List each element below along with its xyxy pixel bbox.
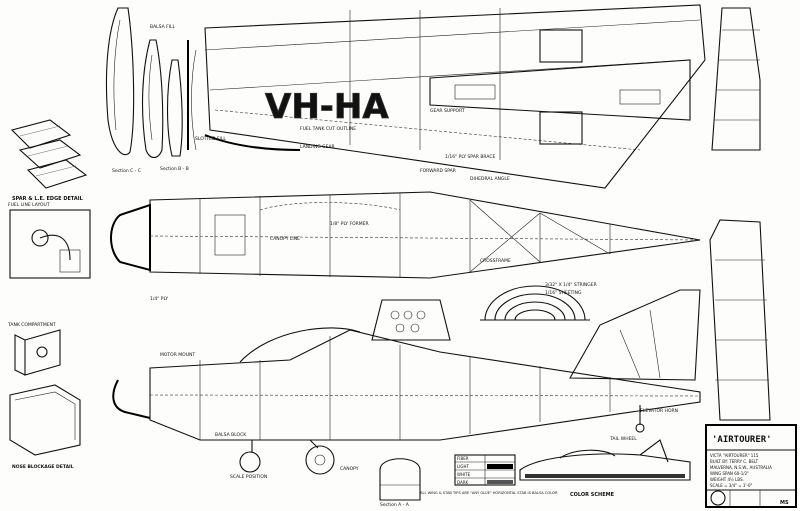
nose-blockage	[9, 384, 81, 456]
label-stringer: 3/32" X 1/4" STRINGER	[545, 282, 597, 288]
canopy-section	[379, 458, 421, 501]
label-slotted-fill: SLOTTED FILL	[195, 136, 226, 142]
label-section-aa: Section A - A	[380, 502, 410, 508]
label-gear-support: GEAR SUPPORT	[430, 108, 465, 114]
annotations: SPAR & L.E. EDGE DETAIL Section B - B Se…	[7, 24, 789, 508]
title-info-1: MALVERNA, N.S.W., AUSTRALIA	[710, 465, 772, 470]
legend-dark: DARK	[457, 480, 469, 485]
legend-white: WHITE	[457, 472, 471, 477]
color-legend: FIBER LIGHT WHITE DARK	[454, 454, 516, 486]
label-crossframe: CROSSFRAME	[480, 258, 511, 264]
label-landing-gear: LANDING GEAR	[300, 144, 335, 150]
label-ply-former: 1/8" PLY FORMER	[330, 221, 369, 227]
label-fuel-tank-cut: FUEL TANK CUT OUTLINE	[300, 126, 356, 132]
legend-light: LIGHT	[457, 464, 470, 469]
tank-compartment	[14, 329, 61, 376]
title-info-0: BUILT BY: TERRY C. BELT	[710, 459, 759, 464]
label-scale-position: SCALE POSITION	[230, 474, 267, 480]
title-info-3: WEIGHT 4½ LBS.	[710, 477, 744, 482]
sheet-number: MS	[780, 500, 789, 506]
label-section-c: Section C - C	[112, 168, 141, 174]
vertical-fin	[569, 289, 701, 381]
title-info-4: SCALE = 3/4" = 1'-0"	[710, 483, 753, 488]
color-scheme-view	[519, 439, 691, 481]
title-maker: VICTA "AIRTOURER" 115	[710, 453, 759, 458]
wing-section-profiles	[105, 7, 197, 159]
horizontal-stabilizer	[709, 7, 771, 421]
fuselage-top-view	[110, 191, 701, 279]
label-balsa-fill: BALSA FILL	[150, 24, 176, 30]
label-forward-spar: FORWARD SPAR	[420, 168, 456, 174]
fuel-layout-detail	[9, 209, 91, 279]
label-canopy: CANOPY	[340, 466, 359, 472]
label-elevator-horn: ELEVATOR HORN	[640, 408, 678, 414]
title-info-2: WING SPAN 60-1/2"	[710, 471, 749, 476]
label-spar-brace: 1/16" PLY SPAR BRACE	[445, 154, 495, 160]
title-name: 'AIRTOURER'	[712, 435, 772, 445]
label-balsa-block: BALSA BLOCK	[215, 432, 247, 438]
legend-fiber: FIBER	[457, 456, 469, 461]
label-canopy-line: CANOPY LINE	[270, 236, 300, 242]
label-tail-wheel: TAIL WHEEL	[609, 436, 637, 442]
title-block	[705, 424, 797, 508]
label-tank-compartment: TANK COMPARTMENT	[7, 322, 56, 328]
label-nose-blockage: NOSE BLOCKAGE DETAIL	[12, 464, 74, 470]
wing-planform: VH-HA	[204, 4, 706, 189]
label-spar-detail: SPAR & L.E. EDGE DETAIL	[12, 196, 84, 202]
label-dihedral: DIHEDRAL ANGLE	[470, 176, 510, 182]
label-sheeting: 1/16" SHEETING	[545, 290, 582, 296]
label-dashed-note: ALL WING & STAB TIPS ARE "ANY GLUE" HORI…	[420, 491, 558, 495]
label-section-b: Section B - B	[160, 166, 189, 172]
registration-text: VH-HA	[265, 87, 389, 127]
fuselage-side-view	[112, 327, 701, 475]
instrument-panel	[371, 299, 451, 341]
stringer-fan	[480, 285, 590, 321]
label-color-scheme: COLOR SCHEME	[570, 492, 615, 498]
spar-detail	[10, 119, 88, 189]
label-ply-detail: 1/4" PLY	[150, 296, 168, 302]
label-fuel-layout: FUEL LINE LAYOUT	[8, 202, 50, 208]
label-motor-mount: MOTOR MOUNT	[160, 352, 195, 358]
